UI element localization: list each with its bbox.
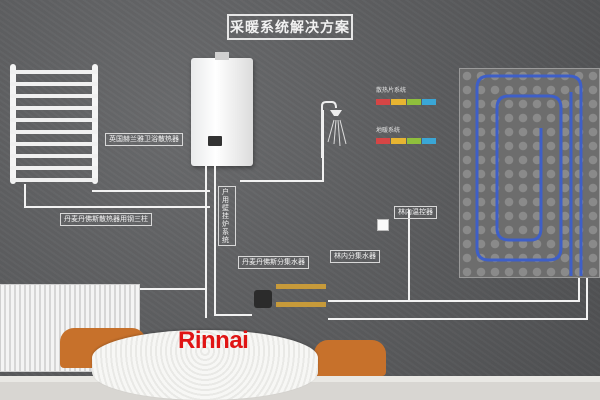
towel-radiator-label: 英国赫兰雅卫浴散热器 bbox=[105, 133, 183, 146]
wall-hung-boiler bbox=[191, 58, 253, 166]
pipe-line bbox=[205, 166, 207, 318]
towel-rail bbox=[10, 118, 98, 122]
legend-row bbox=[376, 138, 436, 144]
radiator-system-label: 散热片系统 bbox=[376, 86, 406, 95]
towel-rail bbox=[10, 166, 98, 170]
towel-rail bbox=[10, 154, 98, 158]
legend-swatch bbox=[422, 138, 436, 144]
divider-label: 林内分集水器 bbox=[330, 250, 380, 263]
boiler-control-panel bbox=[208, 136, 222, 146]
towel-rail bbox=[10, 178, 98, 182]
thermostat-icon bbox=[377, 219, 389, 231]
towel-rail bbox=[10, 82, 98, 86]
towel-rail bbox=[10, 94, 98, 98]
pipe-line bbox=[92, 190, 210, 192]
manifold-label: 丹麦丹佛斯分集水器 bbox=[238, 256, 309, 269]
legend-swatch bbox=[407, 138, 421, 144]
shower-icon bbox=[318, 100, 356, 160]
brand-logo: Rinnai bbox=[178, 327, 248, 355]
color-legend bbox=[376, 136, 436, 144]
boiler-flue bbox=[215, 52, 229, 60]
exhibit-title: 采暖系统解决方案 bbox=[227, 14, 353, 40]
floor-heating-pipe bbox=[459, 68, 600, 278]
boiler-system-label: 户用壁挂炉 系统 bbox=[218, 186, 236, 246]
manifold-bar bbox=[276, 302, 326, 307]
legend-swatch bbox=[422, 99, 436, 105]
pipe-line bbox=[24, 184, 26, 206]
towel-rail bbox=[10, 130, 98, 134]
towel-rail bbox=[10, 106, 98, 110]
pipe-line bbox=[24, 206, 210, 208]
circulation-pump bbox=[254, 290, 272, 308]
legend-swatch bbox=[376, 138, 390, 144]
pipe-line bbox=[214, 166, 216, 316]
towel-rail bbox=[10, 70, 98, 74]
pipe-line bbox=[240, 180, 322, 182]
legend-row bbox=[376, 99, 436, 105]
thermostat-label: 林内温控器 bbox=[394, 206, 437, 219]
floor-system-label: 地暖系统 bbox=[376, 126, 400, 135]
pipe-line bbox=[216, 314, 252, 316]
pipe-line bbox=[408, 210, 410, 300]
manifold-unit bbox=[248, 276, 328, 318]
pipe-line bbox=[328, 300, 580, 302]
towel-rail bbox=[10, 142, 98, 146]
color-legend bbox=[376, 97, 436, 105]
legend-swatch bbox=[407, 99, 421, 105]
pipe-line bbox=[578, 278, 580, 302]
pipe-line bbox=[140, 288, 206, 290]
legend-swatch bbox=[391, 138, 405, 144]
panel-radiator-label: 丹麦丹佛斯散热器用钢三柱 bbox=[60, 213, 152, 226]
legend-swatch bbox=[376, 99, 390, 105]
chair-right bbox=[314, 340, 386, 376]
legend-swatch bbox=[391, 99, 405, 105]
pipe-line bbox=[328, 318, 588, 320]
pipe-line bbox=[586, 278, 588, 320]
manifold-bar bbox=[276, 284, 326, 289]
towel-radiator bbox=[10, 64, 98, 184]
